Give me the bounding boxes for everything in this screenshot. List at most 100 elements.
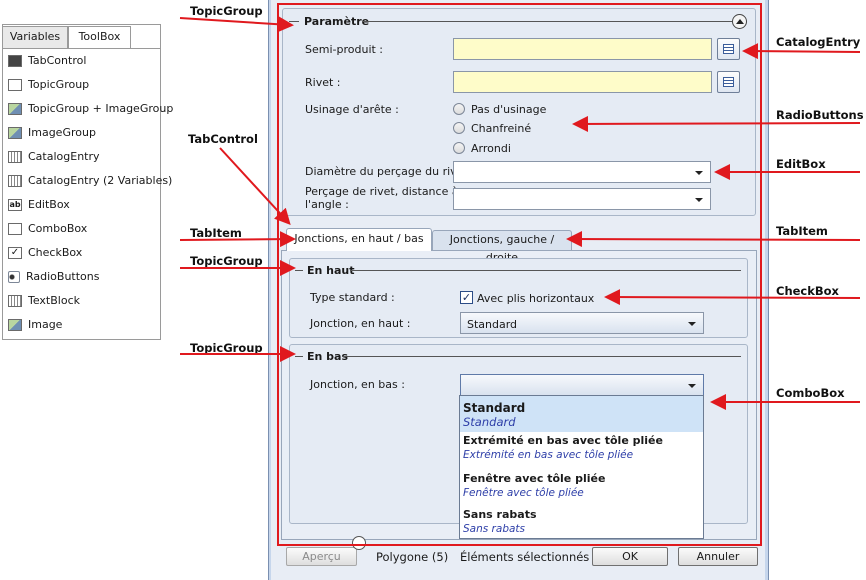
annotation-catalogentry: CatalogEntry — [776, 35, 861, 49]
group-title-en-haut: En haut — [307, 264, 355, 277]
toolbox-item-combobox[interactable]: ComboBox — [8, 219, 87, 239]
annotation-highlight-box — [277, 3, 762, 546]
group-title-line — [295, 356, 303, 357]
combobox-icon — [8, 223, 22, 235]
dropdown-option-standard[interactable]: Standard Standard — [460, 396, 703, 432]
chevron-down-icon — [688, 322, 696, 326]
checkbox-plis-horizontaux[interactable]: ✓ — [460, 291, 473, 304]
toolbox-item-catalogentry-2[interactable]: CatalogEntry (2 Variables) — [8, 171, 172, 191]
percage-label-line1: Perçage de rivet, distance à — [305, 185, 459, 198]
checkbox-label: Avec plis horizontaux — [477, 292, 595, 305]
toolbox-item-tabcontrol[interactable]: TabControl — [8, 51, 86, 71]
radio-chanfreine[interactable] — [453, 122, 465, 134]
group-title-line — [343, 356, 741, 357]
apercu-button[interactable]: Aperçu — [286, 547, 357, 566]
radio-label: Pas d'usinage — [471, 103, 547, 116]
tab-jonctions-haut-bas[interactable]: Jonctions, en haut / bas — [286, 228, 432, 251]
chevron-down-icon — [688, 384, 696, 388]
combobox-value: Standard — [467, 318, 518, 331]
collapse-chevron-up-icon[interactable] — [732, 14, 747, 29]
radio-label: Chanfreiné — [471, 122, 532, 135]
group-title-line — [350, 270, 741, 271]
catalog-icon — [723, 44, 734, 54]
annotation-topicgroup: TopicGroup — [190, 341, 263, 355]
usinage-label: Usinage d'arête : — [305, 103, 399, 116]
combobox-dropdown-list: Standard Standard Extrémité en bas avec … — [459, 395, 704, 539]
annotation-editbox: EditBox — [776, 157, 826, 171]
toolbox-tab-divider — [2, 48, 161, 49]
toolbox-item-textblock[interactable]: TextBlock — [8, 291, 80, 311]
annotation-tabcontrol: TabControl — [188, 132, 258, 146]
rivet-input[interactable] — [453, 71, 712, 93]
ok-button[interactable]: OK — [592, 547, 668, 566]
topicgroup-imagegroup-icon — [8, 103, 22, 115]
catalog-icon — [723, 77, 734, 87]
jonction-haut-label: Jonction, en haut : — [310, 317, 411, 330]
radio-pas-usinage[interactable] — [453, 103, 465, 115]
group-title-en-bas: En bas — [307, 350, 349, 363]
toolbox-item-image[interactable]: Image — [8, 315, 62, 335]
dropdown-option-fenetre[interactable]: Fenêtre avec tôle pliée Fenêtre avec tôl… — [463, 472, 606, 499]
imagegroup-icon — [8, 127, 22, 139]
dropdown-option-sans-rabats[interactable]: Sans rabats Sans rabats — [463, 508, 537, 535]
image-icon — [8, 319, 22, 331]
semi-produit-label: Semi-produit : — [305, 43, 384, 56]
annotation-checkbox: CheckBox — [776, 284, 839, 298]
dropdown-option-extremite[interactable]: Extrémité en bas avec tôle pliée Extrémi… — [463, 434, 663, 461]
toolbox-item-radiobuttons[interactable]: RadioButtons — [8, 267, 100, 287]
annotation-topicgroup: TopicGroup — [190, 254, 263, 268]
editbox-icon: ab — [8, 199, 22, 211]
toolbox-item-imagegroup[interactable]: ImageGroup — [8, 123, 96, 143]
annotation-topicgroup: TopicGroup — [190, 4, 263, 18]
tab-toolbox[interactable]: ToolBox — [68, 26, 131, 49]
diametre-editbox[interactable] — [453, 161, 711, 183]
selected-count: Éléments sélectionnés : 1 — [460, 550, 608, 564]
arrow-topicgroup — [179, 16, 294, 33]
jonction-haut-combobox[interactable]: Standard — [460, 312, 704, 334]
type-standard-label: Type standard : — [310, 291, 395, 304]
checkbox-icon: ✓ — [8, 247, 22, 259]
polygon-count: Polygone (5) — [376, 550, 449, 564]
topicgroup-icon — [8, 79, 22, 91]
annotation-radiobuttons: RadioButtons — [776, 108, 864, 122]
arrow-tabitem-right — [566, 231, 861, 248]
toolbox-item-catalogentry[interactable]: CatalogEntry — [8, 147, 100, 167]
toolbox-item-topicgroup[interactable]: TopicGroup — [8, 75, 89, 95]
diametre-label: Diamètre du perçage du rivet : — [305, 165, 475, 178]
annotation-tabitem: TabItem — [776, 224, 828, 238]
arrow-tabcontrol — [219, 147, 291, 225]
group-title-line — [362, 21, 732, 22]
toolbox-item-topicgroup-imagegroup[interactable]: TopicGroup + ImageGroup — [8, 99, 173, 119]
cancel-button[interactable]: Annuler — [678, 547, 758, 566]
percage-editbox[interactable] — [453, 188, 711, 210]
jonction-bas-label: Jonction, en bas : — [310, 378, 405, 391]
tab-variables[interactable]: Variables — [2, 26, 68, 48]
arrow-catalogentry — [742, 43, 861, 60]
group-title-line — [295, 270, 303, 271]
arrow-radiobuttons — [572, 115, 861, 132]
textblock-icon — [8, 295, 22, 307]
arrow-checkbox — [604, 289, 861, 306]
catalogentry-2-icon — [8, 175, 22, 187]
catalogentry-icon — [8, 151, 22, 163]
group-title-parametre: Paramètre — [304, 15, 370, 28]
group-title-line — [289, 21, 299, 22]
catalog-browse-button[interactable] — [717, 38, 740, 60]
toolbox-item-checkbox[interactable]: ✓CheckBox — [8, 243, 82, 263]
chevron-down-icon — [695, 171, 703, 175]
rivet-label: Rivet : — [305, 76, 341, 89]
arrow-tabitem-left — [179, 231, 296, 248]
semi-produit-input[interactable] — [453, 38, 712, 60]
radio-arrondi[interactable] — [453, 142, 465, 154]
refresh-icon — [352, 536, 366, 550]
radio-label: Arrondi — [471, 142, 511, 155]
tabcontrol-icon — [8, 55, 22, 67]
chevron-down-icon — [695, 198, 703, 202]
radiobuttons-icon — [8, 271, 20, 283]
annotation-tabitem: TabItem — [190, 226, 242, 240]
toolbox-panel — [2, 24, 161, 340]
percage-label-line2: l'angle : — [305, 198, 349, 211]
catalog-browse-button[interactable] — [717, 71, 740, 93]
